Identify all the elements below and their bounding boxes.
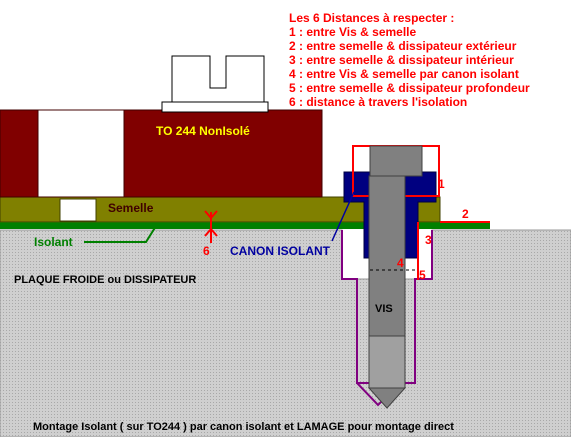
body-window [37,109,125,198]
marker-4: 4 [397,256,404,270]
marker-6: 6 [203,244,210,258]
screw-head [369,145,423,177]
distance-6-arrow [204,210,218,243]
legend-item: 6 : distance à travers l'isolation [289,95,468,109]
canon-label: CANON ISOLANT [230,244,330,258]
plaque-label: PLAQUE FROIDE ou DISSIPATEUR [14,274,197,286]
legend-item: 4 : entre Vis & semelle par canon isolan… [289,67,519,81]
caption: Montage Isolant ( sur TO244 ) par canon … [33,421,454,433]
canon-leader [331,191,355,242]
legend-item: 3 : entre semelle & dissipateur intérieu… [289,53,514,67]
screw-tip [367,387,407,409]
cold-plate [0,229,571,437]
legend-item: 2 : entre semelle & dissipateur extérieu… [289,39,517,53]
semelle-notch [59,198,97,222]
legend-title: Les 6 Distances à respecter : [289,11,455,25]
isolant-label: Isolant [34,235,73,249]
to244-label: TO 244 NonIsolé [156,124,250,138]
marker-5: 5 [419,268,426,282]
isolant-leader [84,225,157,243]
vis-label: VIS [375,303,393,315]
marker-3: 3 [425,233,432,247]
terminal [171,55,265,103]
semelle-label: Semelle [108,201,154,215]
legend-item: 1 : entre Vis & semelle [289,25,417,39]
marker-2: 2 [462,207,469,221]
legend-item: 5 : entre semelle & dissipateur profonde… [289,81,530,95]
isolant-layer [0,221,490,229]
marker-1: 1 [438,177,445,191]
